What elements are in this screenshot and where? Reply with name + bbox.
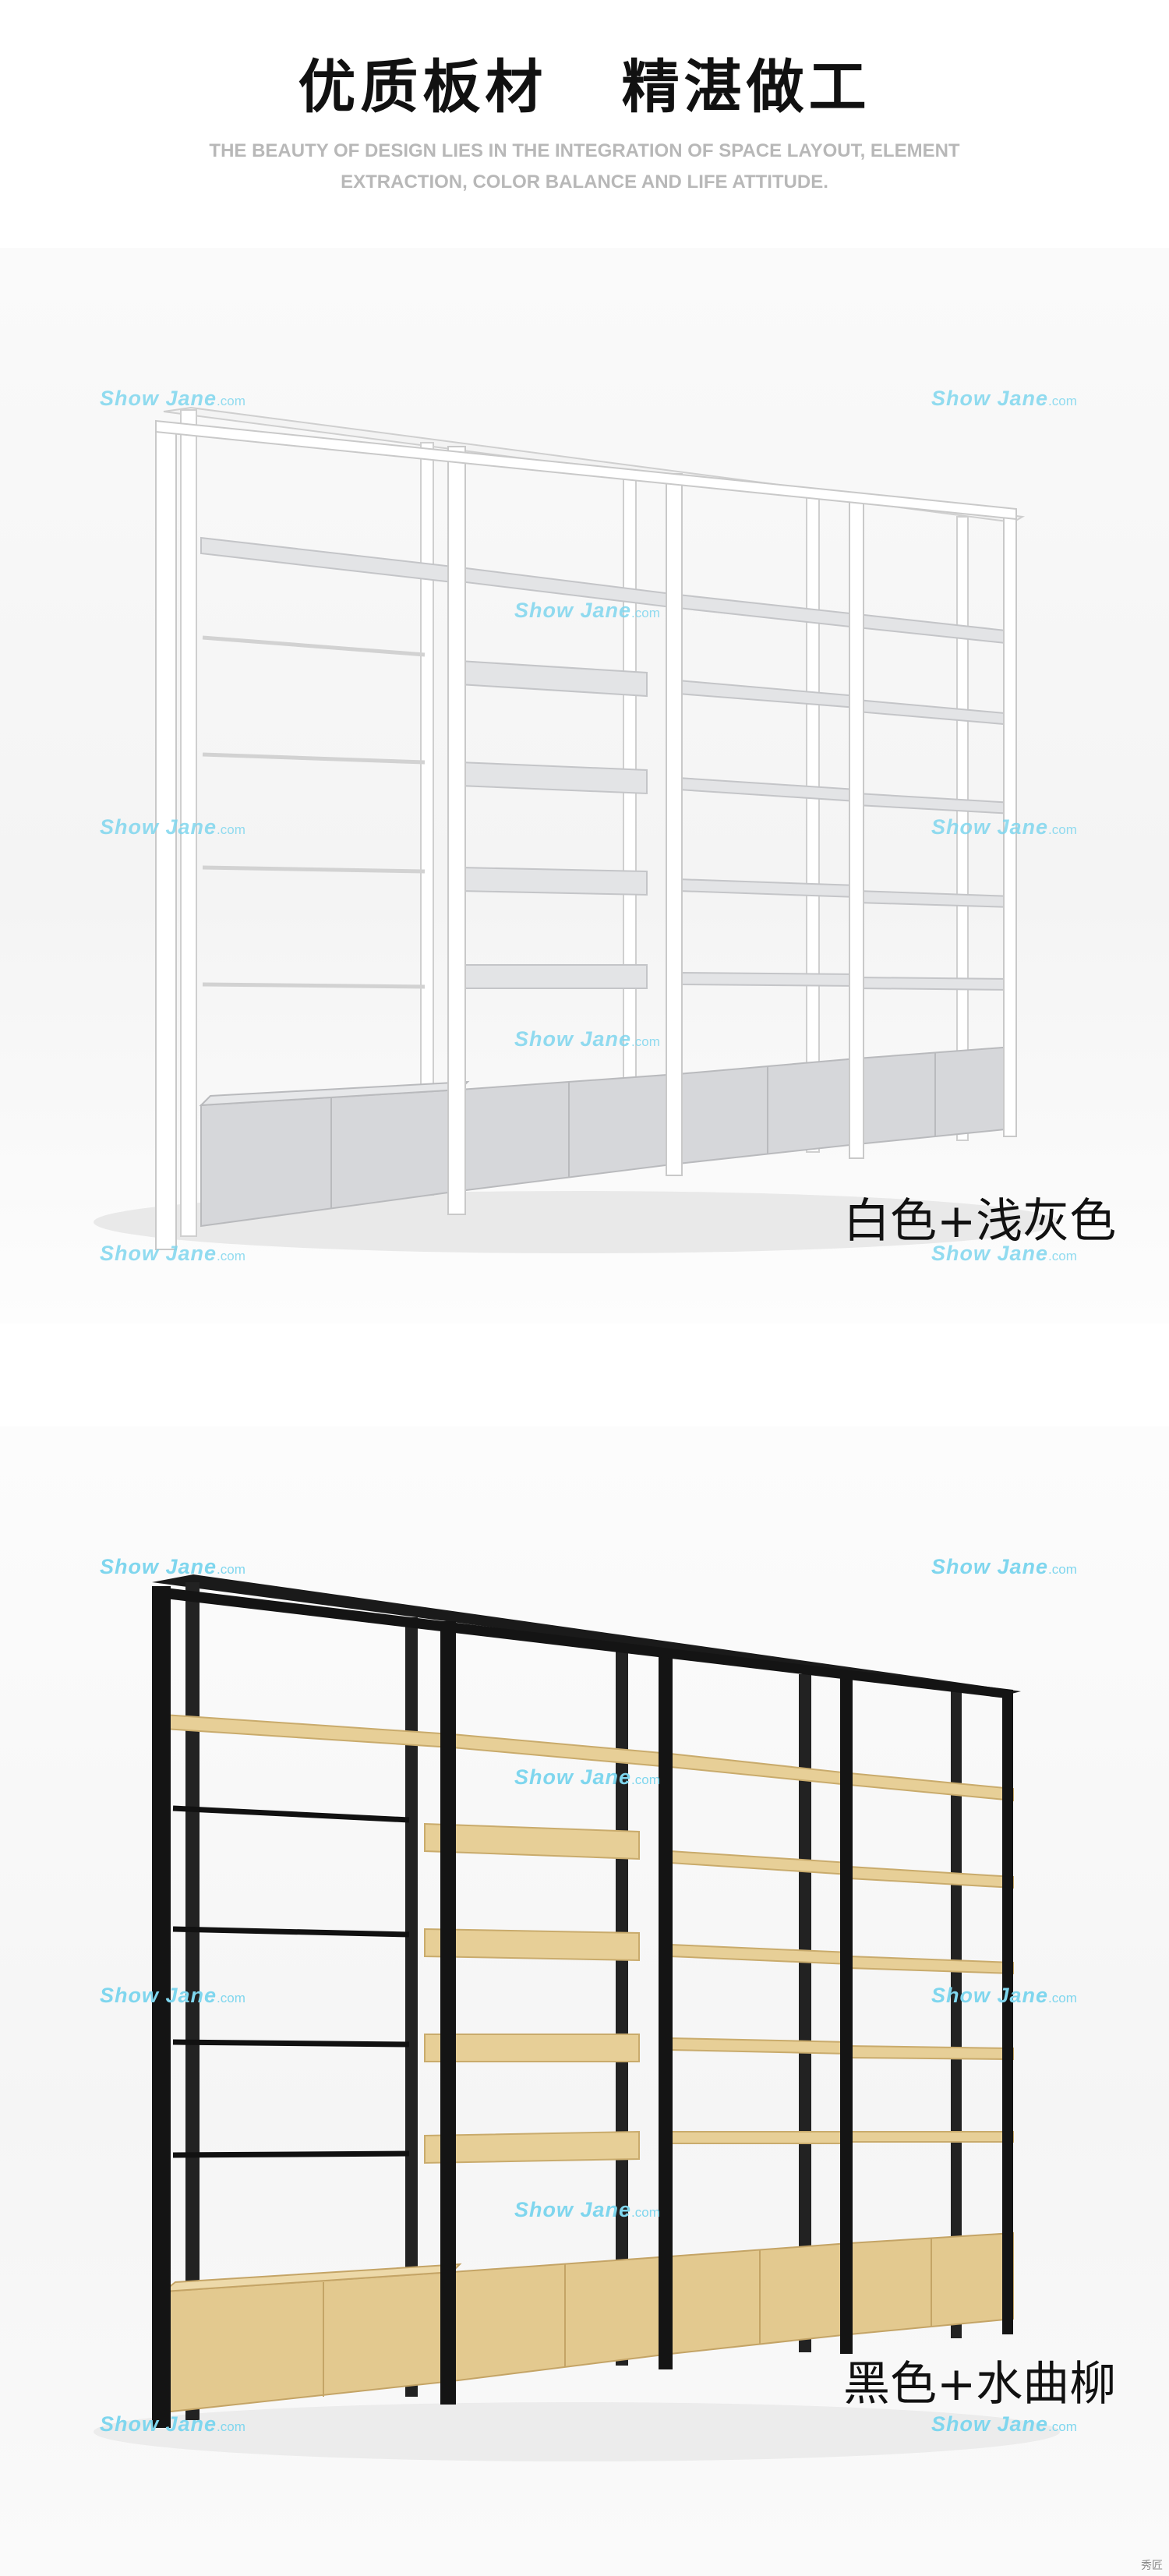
watermark: Show Jane.com: [931, 2412, 1077, 2436]
corner-mark: 秀匠: [1141, 2560, 1163, 2572]
shelf-illustration-black: [94, 1574, 1060, 2461]
page-header: 优质板材 精湛做工 THE BEAUTY OF DESIGN LIES IN T…: [0, 0, 1169, 234]
watermark: Show Jane.com: [931, 1984, 1077, 2007]
watermark: Show Jane.com: [100, 1984, 245, 2007]
watermark: Show Jane.com: [100, 815, 245, 839]
product-panel-white: 白色+浅灰色 Show Jane.com Show Jane.com Show …: [0, 248, 1169, 1323]
watermark: Show Jane.com: [514, 599, 660, 622]
watermark: Show Jane.com: [931, 1242, 1077, 1265]
product-panel-black: 黑色+水曲柳 Show Jane.com Show Jane.com Show …: [0, 1426, 1169, 2576]
watermark: Show Jane.com: [100, 1555, 245, 1578]
page-title: 优质板材 精湛做工: [298, 54, 871, 121]
watermark: Show Jane.com: [514, 2198, 660, 2221]
watermark: Show Jane.com: [514, 1027, 660, 1051]
color-label-black-ash: 黑色+水曲柳: [843, 2357, 1117, 2412]
shelf-illustration-white: [94, 406, 1060, 1253]
watermark: Show Jane.com: [100, 387, 245, 410]
watermark: Show Jane.com: [514, 1765, 660, 1789]
watermark: Show Jane.com: [100, 2412, 245, 2436]
page-subtitle: THE BEAUTY OF DESIGN LIES IN THE INTEGRA…: [209, 140, 960, 193]
watermark: Show Jane.com: [931, 1555, 1077, 1578]
color-label-white-grey: 白色+浅灰色: [843, 1194, 1117, 1249]
watermark: Show Jane.com: [931, 815, 1077, 839]
watermark: Show Jane.com: [100, 1242, 245, 1265]
watermark: Show Jane.com: [931, 387, 1077, 410]
